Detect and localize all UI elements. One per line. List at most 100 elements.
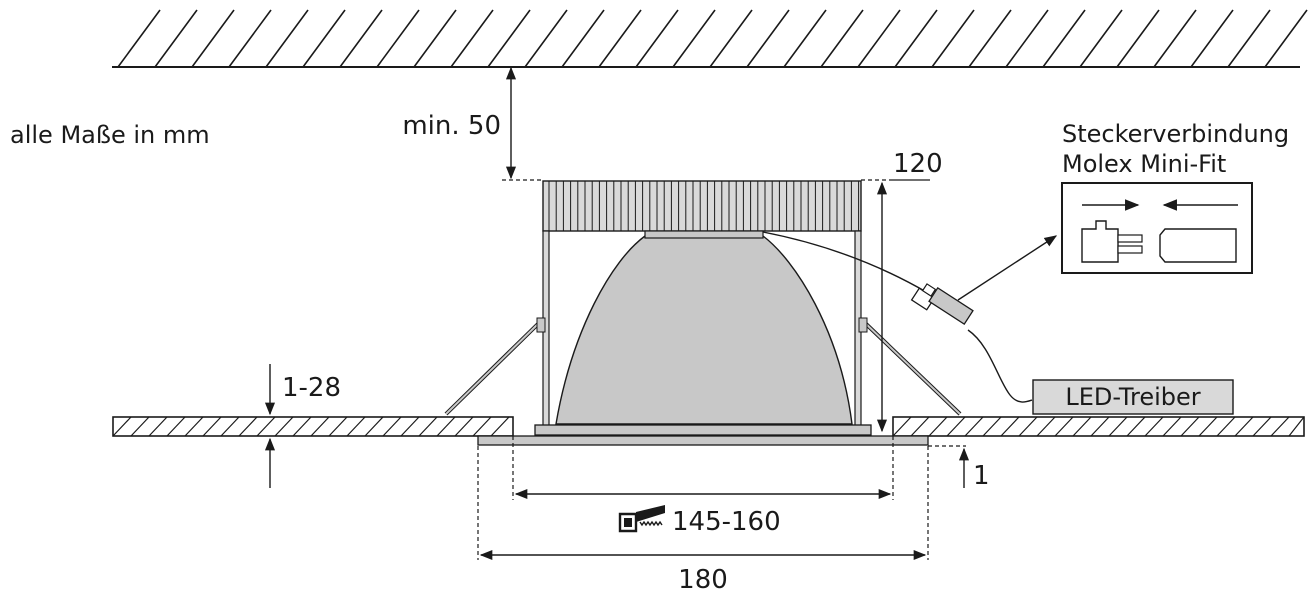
hatch-line <box>857 9 901 68</box>
dim-min-50-label: min. 50 <box>402 111 501 141</box>
hatch-line <box>561 9 605 68</box>
connector-plug-icon <box>1081 220 1143 263</box>
hatch-line <box>672 9 716 68</box>
spring-clip-right <box>858 317 962 416</box>
hatch-line <box>1018 416 1038 437</box>
hatch-line <box>220 416 240 437</box>
hatch-line <box>1054 416 1074 437</box>
hatch-line <box>1000 416 1020 437</box>
hatch-line <box>256 416 276 437</box>
hatch-line <box>339 9 383 68</box>
hatch-line <box>1144 416 1164 437</box>
ceiling-panel-right <box>892 416 1305 437</box>
hatch-line <box>1153 9 1197 68</box>
hatch-line <box>1270 416 1290 437</box>
hatch-line <box>292 416 312 437</box>
hatch-line <box>1216 416 1236 437</box>
connector-title-line1: Steckerverbindung <box>1062 120 1289 148</box>
hatch-line <box>400 416 420 437</box>
hatch-line <box>968 9 1012 68</box>
flange <box>477 435 929 446</box>
hatch-line <box>265 9 309 68</box>
dim-1-28-label: 1-28 <box>282 373 341 403</box>
dim-1-label: 1 <box>973 461 990 491</box>
hatch-line <box>454 416 474 437</box>
dim-180-label: 180 <box>678 565 728 592</box>
connector-pointer <box>957 235 1058 301</box>
hatch-line <box>112 416 132 437</box>
hatch-line <box>946 416 966 437</box>
hatch-line <box>1116 9 1160 68</box>
hatch-line <box>1042 9 1086 68</box>
dim-1: 1 <box>928 445 990 491</box>
hatch-line <box>1079 9 1123 68</box>
hatch-line <box>1190 9 1234 68</box>
hatch-line <box>154 9 198 68</box>
upper-ceiling <box>112 9 1308 68</box>
hatch-line <box>274 416 294 437</box>
hatch-line <box>1072 416 1092 437</box>
dim-120-label: 120 <box>893 149 943 179</box>
hatch-line <box>1252 416 1272 437</box>
hatch-line <box>1234 416 1254 437</box>
units-note: alle Maße in mm <box>10 121 210 149</box>
hatch-line <box>931 9 975 68</box>
hatch-line <box>1264 9 1308 68</box>
hatch-line <box>1005 9 1049 68</box>
hatch-line <box>1090 416 1110 437</box>
hatch-line <box>184 416 204 437</box>
hatch-line <box>1108 416 1128 437</box>
hatch-line <box>982 416 1002 437</box>
spring-clip-left <box>444 317 546 416</box>
hatch-line <box>964 416 984 437</box>
hatch-line <box>1126 416 1146 437</box>
hatch-line <box>894 9 938 68</box>
hatch-line <box>1036 416 1056 437</box>
hatch-line <box>376 9 420 68</box>
hatch-line <box>382 416 402 437</box>
hatch-line <box>228 9 272 68</box>
hatch-line <box>1162 416 1182 437</box>
hatch-line <box>450 9 494 68</box>
ceiling-panel-left <box>112 416 514 437</box>
hatch-line <box>364 416 384 437</box>
hatch-line <box>598 9 642 68</box>
dim-min-50: min. 50 <box>402 66 890 181</box>
hatch-line <box>746 9 790 68</box>
hatch-line <box>191 9 235 68</box>
hatch-line <box>310 416 330 437</box>
hatch-line <box>892 416 912 437</box>
hatch-line <box>117 9 161 68</box>
hatch-line <box>346 416 366 437</box>
dim-180: 180 <box>477 446 929 592</box>
led-driver-box: LED-Treiber <box>1032 379 1234 415</box>
hatch-line <box>202 416 222 437</box>
cable <box>762 231 1033 403</box>
hatch-line <box>148 416 168 437</box>
saw-icon <box>618 505 665 533</box>
hatch-line <box>302 9 346 68</box>
led-driver-label: LED-Treiber <box>1065 383 1200 411</box>
hatch-line <box>472 416 492 437</box>
molex-plug-icon <box>910 283 974 326</box>
hatch-line <box>436 416 456 437</box>
hatch-line <box>1227 9 1271 68</box>
hatch-line <box>910 416 930 437</box>
connector-socket-icon <box>1159 228 1237 263</box>
hatch-line <box>238 416 258 437</box>
dim-1-28: 1-28 <box>264 364 341 488</box>
hatch-line <box>130 416 150 437</box>
hatch-line <box>524 9 568 68</box>
connector-title-line2: Molex Mini-Fit <box>1062 150 1226 178</box>
hatch-line <box>490 416 510 437</box>
hatch-line <box>166 416 186 437</box>
downlight-luminaire <box>444 180 962 446</box>
heat-sink <box>542 180 862 232</box>
hatch-line <box>783 9 827 68</box>
hatch-line <box>1198 416 1218 437</box>
hatch-line <box>709 9 753 68</box>
hatch-line <box>487 9 531 68</box>
hatch-line <box>1180 416 1200 437</box>
dim-145-160: 145-160 <box>512 436 894 537</box>
